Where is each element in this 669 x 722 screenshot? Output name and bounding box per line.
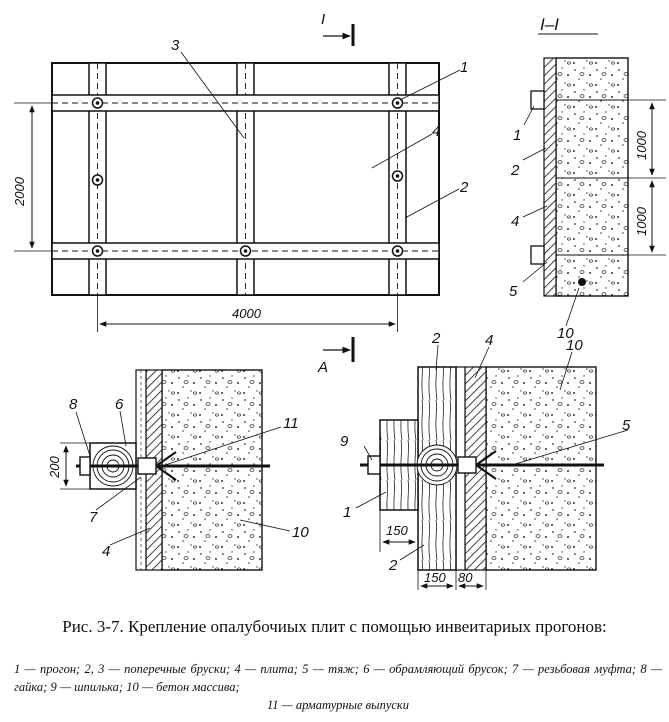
- section-dim-lower: 1000: [634, 206, 649, 236]
- section-callout-10: 10: [557, 325, 574, 342]
- detail-left-callout-4: 4: [102, 543, 110, 560]
- plan-callout-3: 3: [171, 37, 180, 54]
- plan-callout-1: 1: [460, 59, 468, 76]
- detail-right-callout-1: 1: [343, 504, 351, 521]
- view-mark: A: [317, 359, 328, 376]
- detail-right-dim-a: 150: [424, 570, 446, 585]
- plan-width-dim: 4000: [232, 306, 262, 321]
- section-callout-5: 5: [509, 283, 518, 300]
- detail-right: 150 150 80 2 4 10 9 5 1 2: [340, 330, 631, 590]
- detail-right-callout-2-top: 2: [431, 330, 441, 347]
- section-view: I–I 1000 1000 1 2 4: [509, 15, 666, 342]
- plan-callout-4: 4: [432, 123, 440, 140]
- detail-left-callout-10: 10: [292, 524, 309, 541]
- figure-caption-legend: 1 — прогон; 2, 3 — поперечные бруски; 4 …: [14, 660, 662, 714]
- figure-drawing: 2000 4000 I A 1 2 3 4 I–I: [12, 11, 666, 590]
- detail-right-callout-10: 10: [566, 337, 583, 354]
- section-dim-upper: 1000: [634, 130, 649, 160]
- detail-left-callout-7: 7: [89, 509, 98, 526]
- figure-caption-title: Рис. 3-7. Крепление опалубочиых плит с п…: [62, 617, 607, 636]
- section-callout-2: 2: [510, 162, 520, 179]
- detail-right-callout-9: 9: [340, 433, 349, 450]
- section-callout-1: 1: [513, 127, 521, 144]
- plan-callout-2: 2: [459, 179, 469, 196]
- legend-line-1: 1 — прогон; 2, 3 — поперечные бруски; 4 …: [14, 662, 662, 694]
- detail-right-callout-2-bottom: 2: [388, 557, 398, 574]
- plan-height-dim: 2000: [12, 176, 27, 207]
- detail-left-dim: 200: [47, 456, 62, 479]
- detail-right-callout-4: 4: [485, 332, 493, 349]
- plan-view: 2000 4000 I A 1 2 3 4: [12, 11, 469, 376]
- section-title: I–I: [540, 15, 559, 34]
- detail-left-callout-6: 6: [115, 396, 124, 413]
- detail-right-dim-bottom: 150: [386, 523, 408, 538]
- legend-line-2: 11 — арматурные выпуски: [266, 698, 410, 712]
- detail-right-callout-5: 5: [622, 417, 631, 434]
- detail-left-callout-11: 11: [283, 415, 299, 432]
- detail-right-dim-b: 80: [458, 570, 473, 585]
- detail-left-callout-8: 8: [69, 396, 78, 413]
- detail-left: 200 8 6 11 7 4 10: [47, 369, 309, 571]
- section-mark-top: I: [321, 11, 325, 28]
- section-callout-4: 4: [511, 213, 519, 230]
